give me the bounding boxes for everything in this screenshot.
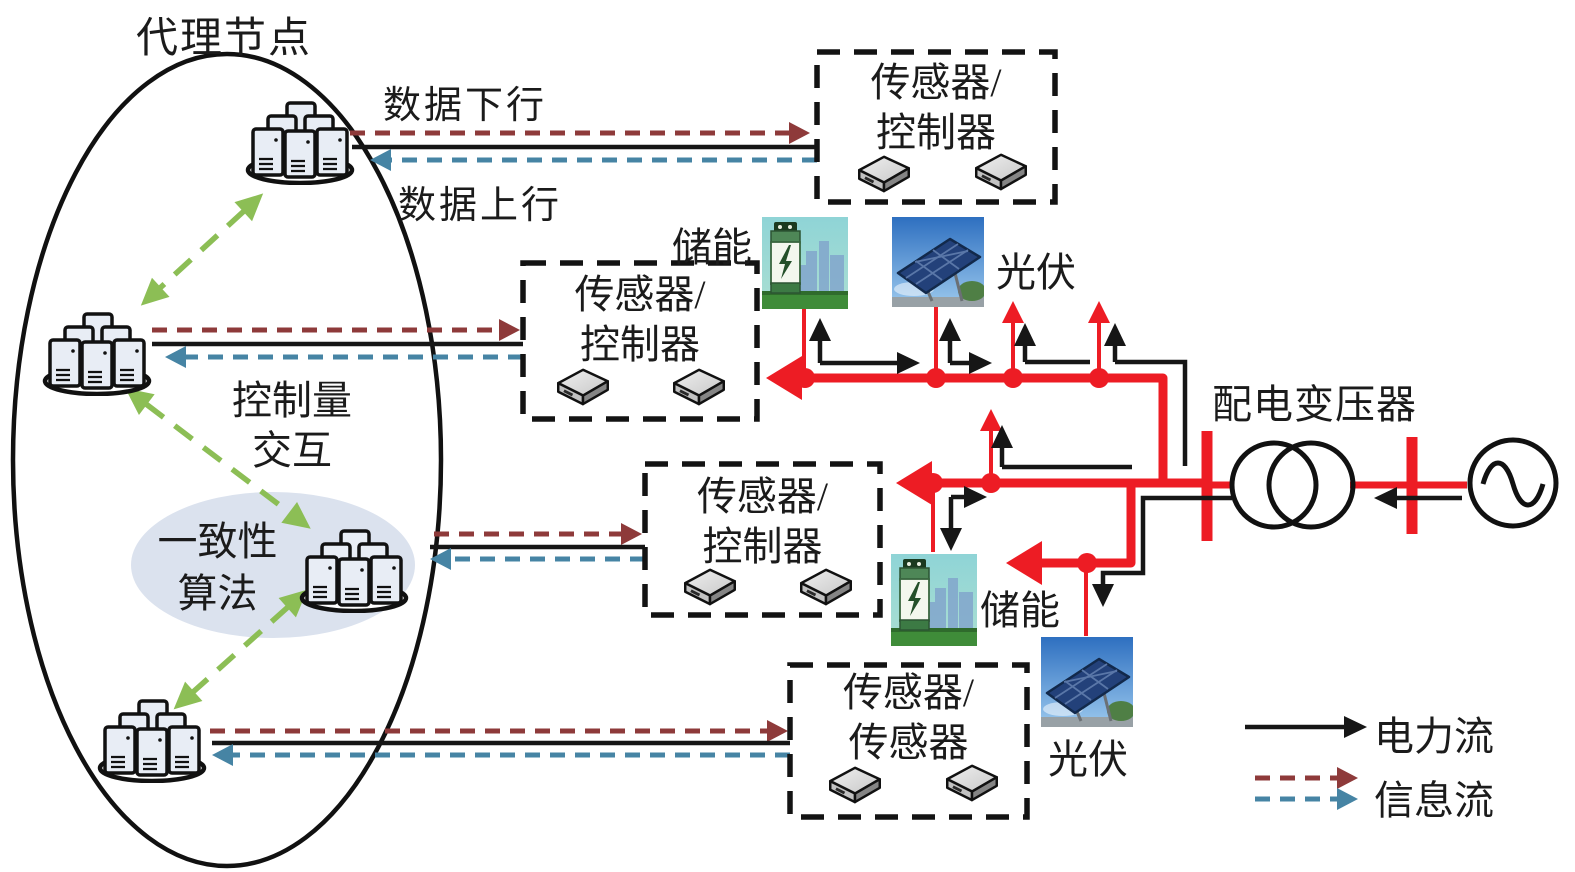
legend [1245, 716, 1367, 810]
agent-server-icon-1 [248, 103, 352, 183]
agent-server-icon-4 [100, 701, 204, 781]
pv2-label: 光伏 [1048, 737, 1128, 782]
sensor-box-4-label: 传感器/ 传感器 [842, 670, 975, 765]
sensor-device-icon [945, 764, 999, 802]
sensor-device-icon [683, 568, 737, 606]
energy-storage-image-1 [762, 217, 848, 309]
consensus-arrow-3-4 [173, 589, 308, 710]
agent-server-icon-2 [45, 314, 149, 394]
agent-group-ellipse [10, 51, 444, 869]
sensor-box-2-label: 传感器/ 控制器 [574, 272, 706, 367]
sensor-box-1 [814, 49, 1058, 205]
pv1-label: 光伏 [996, 250, 1076, 295]
consensus-algorithm-label: 一致性 算法 [157, 519, 278, 616]
agent-node-title: 代理节点 [136, 16, 313, 62]
sensor-box-4 [787, 662, 1030, 820]
legend-power-flow-label: 电力流 [1374, 714, 1494, 759]
sensor-boxes [520, 49, 1058, 820]
sensor-device-icon [974, 153, 1028, 191]
sensor-device-icon [556, 368, 610, 406]
feeder-bus-lower [1006, 483, 1136, 585]
sensor-box-3-label: 传感器/ 控制器 [696, 474, 829, 569]
feeder-bus-top [766, 356, 1168, 483]
consensus-interaction-arrows [125, 193, 311, 710]
data-uplink-label: 数据上行 [398, 185, 563, 227]
sensor-box-2 [520, 260, 760, 422]
energy-storage-image-2 [891, 554, 977, 646]
sensor-device-icon [828, 766, 882, 804]
sensor-device-icon [672, 368, 726, 406]
consensus-arrow-2-3 [125, 388, 311, 529]
sensor-box-1-label: 传感器/ 控制器 [870, 60, 1002, 155]
control-interaction-label: 控制量 交互 [232, 378, 352, 473]
sensor-device-icon [799, 568, 853, 606]
distribution-transformer-symbol [1229, 440, 1356, 530]
power-flow-arrows [809, 318, 1462, 607]
storage1-label: 储能 [672, 225, 752, 270]
power-bus-network [766, 301, 1467, 636]
storage2-label: 储能 [980, 588, 1060, 633]
pv-panel-image-1 [892, 217, 984, 307]
sensor-device-icon [857, 155, 911, 193]
transformer-label: 配电变压器 [1212, 382, 1417, 427]
info-flow-links [152, 122, 817, 766]
legend-info-flow-label: 信息流 [1374, 778, 1494, 823]
bus-nodes [795, 368, 1109, 573]
consensus-arrow-1-2 [140, 193, 264, 306]
sensor-box-3 [642, 461, 883, 618]
grid-source-symbol [1467, 437, 1559, 529]
data-downlink-label: 数据下行 [383, 85, 548, 127]
pv-panel-image-2 [1041, 637, 1133, 727]
